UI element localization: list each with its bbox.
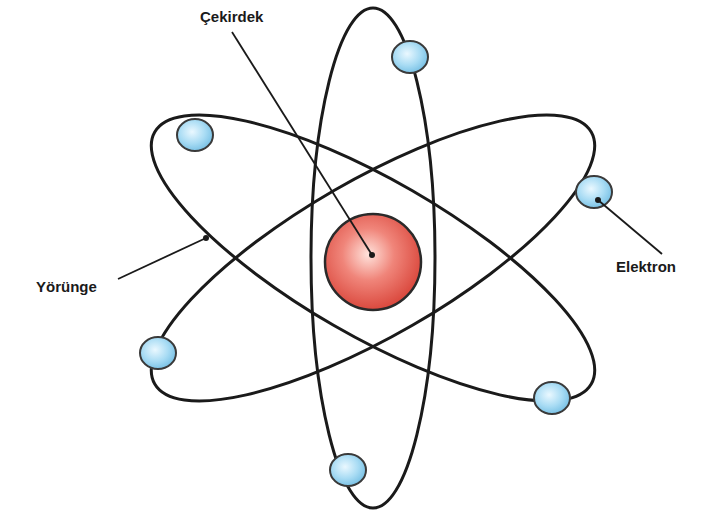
leader-dot xyxy=(369,252,375,258)
leader-lines xyxy=(118,32,662,279)
part-label: Elektron xyxy=(616,258,676,276)
electron xyxy=(392,41,428,73)
nucleus xyxy=(325,214,421,310)
orbit xyxy=(116,64,630,451)
electron xyxy=(140,337,176,369)
electron xyxy=(576,176,612,208)
electron xyxy=(330,454,366,486)
leader-line xyxy=(232,32,372,255)
electron xyxy=(534,382,570,414)
leader-line xyxy=(598,200,662,254)
orbits xyxy=(116,8,630,508)
electrons xyxy=(140,41,612,486)
electron xyxy=(177,119,213,151)
leader-dot xyxy=(203,235,209,241)
leader-line xyxy=(118,238,206,279)
part-label: Yörünge xyxy=(36,278,97,296)
orbit xyxy=(116,64,630,451)
leader-dot xyxy=(595,197,601,203)
part-label: Çekirdek xyxy=(200,8,263,26)
orbit xyxy=(311,8,435,508)
